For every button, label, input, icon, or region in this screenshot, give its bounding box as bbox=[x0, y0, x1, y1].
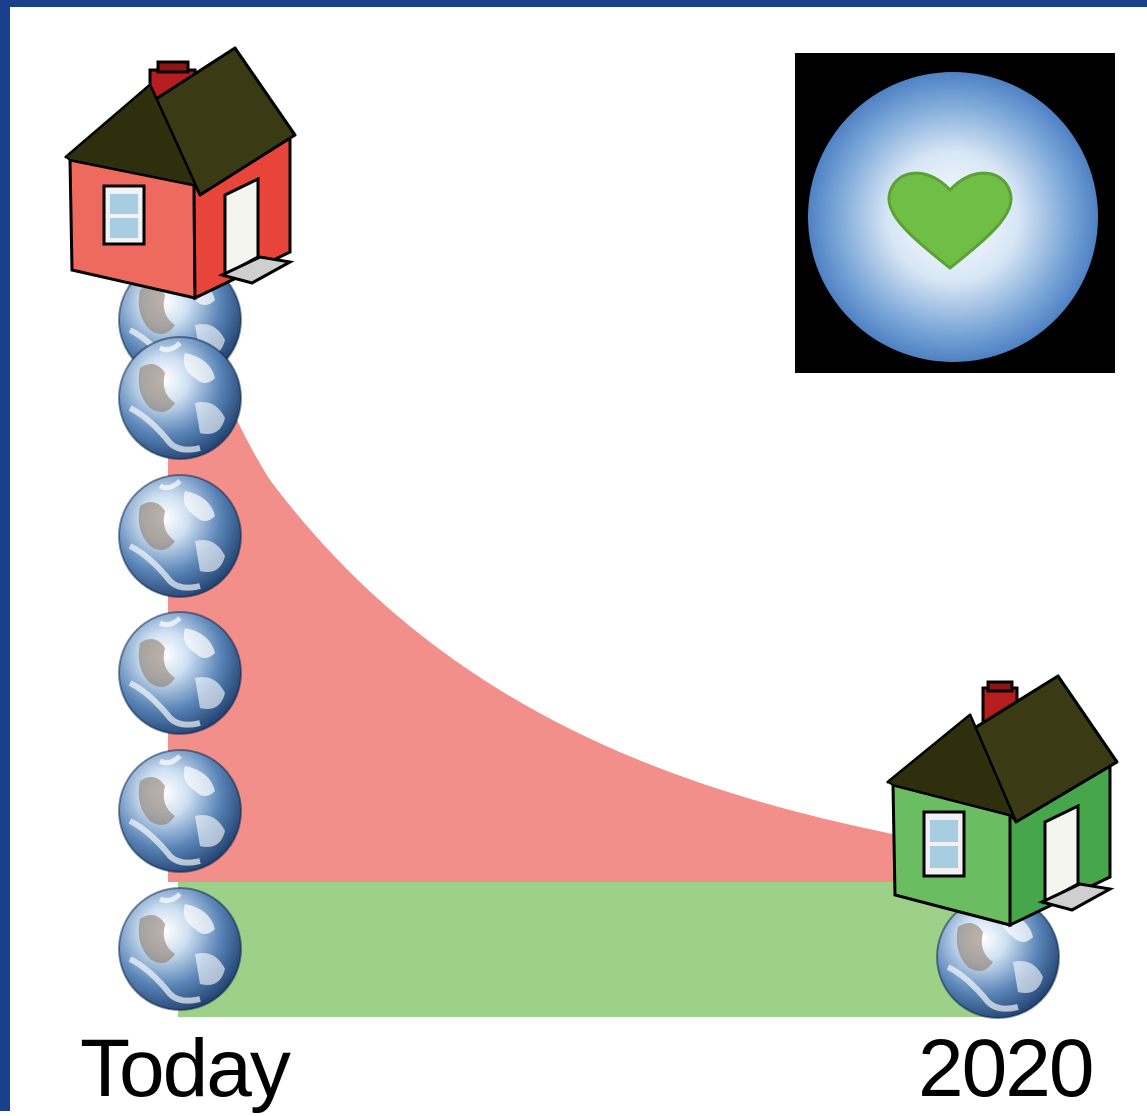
start-label: Today bbox=[80, 1023, 291, 1114]
end-label: 2020 bbox=[918, 1023, 1094, 1114]
heart-earth-icon bbox=[795, 53, 1115, 373]
excess-footprint-area bbox=[168, 320, 950, 882]
earth-icon bbox=[119, 750, 241, 872]
earth-icon bbox=[119, 612, 241, 734]
red-house-icon bbox=[64, 46, 297, 301]
frame-top bbox=[0, 0, 1147, 7]
earth-icon bbox=[119, 337, 241, 459]
earth-icon bbox=[119, 888, 241, 1010]
heart-icon bbox=[887, 171, 1013, 270]
green-house-icon bbox=[886, 674, 1119, 928]
frame-left bbox=[0, 0, 10, 1111]
earth-icon bbox=[119, 475, 241, 597]
sustainable-footprint-area bbox=[178, 882, 990, 1017]
